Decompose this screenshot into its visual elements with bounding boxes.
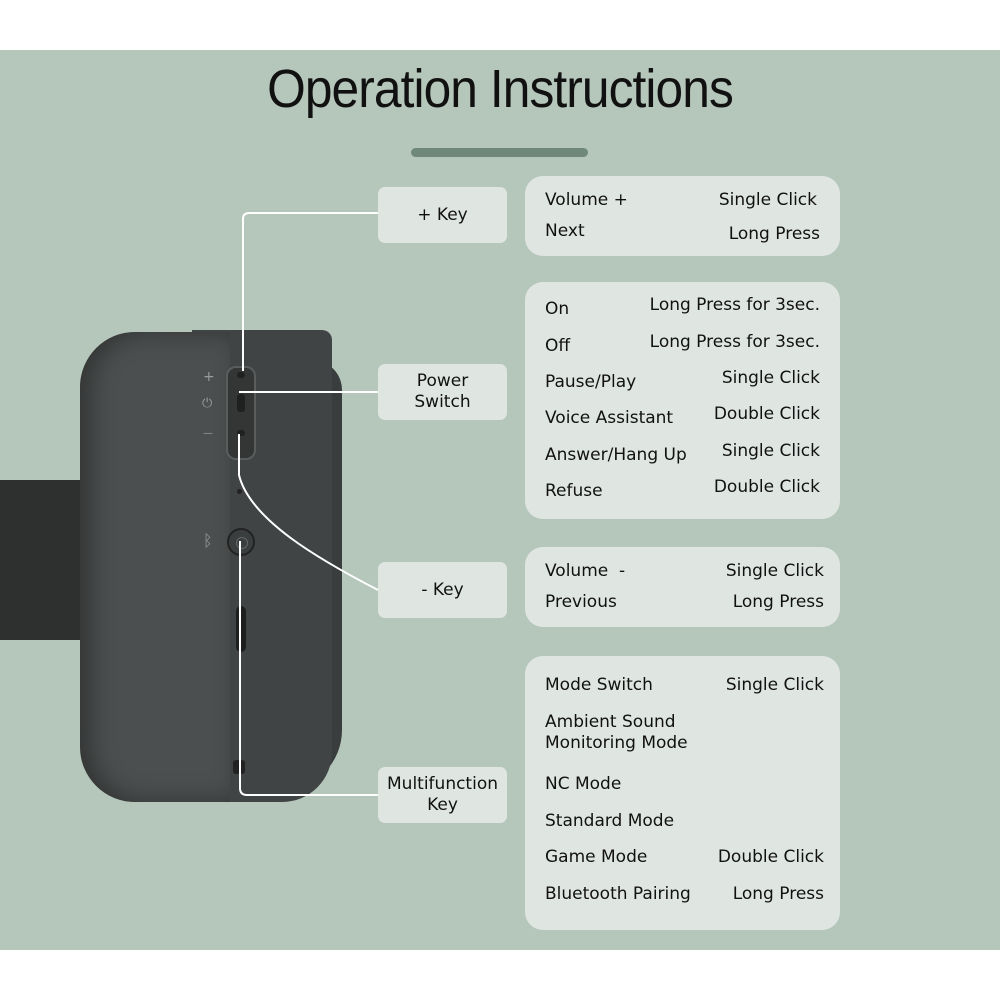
card-multifunction-key: Mode Switch Single Click Ambient Sound M… — [525, 656, 840, 930]
action-label: Standard Mode — [545, 811, 675, 831]
action-label: NC Mode — [545, 774, 622, 794]
table-row: Bluetooth Pairing Long Press — [545, 884, 824, 904]
action-label: Mode Switch — [545, 675, 653, 695]
table-row: Refuse Double Click — [545, 477, 820, 501]
plus-key-button[interactable] — [237, 372, 245, 378]
operation-label: Single Click — [718, 190, 817, 210]
title-underline — [411, 148, 588, 157]
callout-plus-key-label: + Key — [417, 204, 468, 225]
usb-c-port — [236, 606, 246, 652]
callout-power-switch-label: Power Switch — [414, 371, 471, 412]
callout-plus-key: + Key — [378, 187, 507, 243]
callout-minus-key: - Key — [378, 562, 507, 618]
action-label: Game Mode — [545, 847, 648, 867]
action-label: Next — [545, 221, 585, 241]
callout-multifunction-key-label: Multifunction Key — [387, 774, 498, 815]
card-power-switch: On Long Press for 3sec. Off Long Press f… — [525, 282, 840, 519]
operation-label: Single Click — [725, 561, 824, 581]
action-label: Refuse — [545, 481, 603, 501]
action-label: Ambient Sound Monitoring Mode — [545, 712, 688, 753]
minus-key-button[interactable] — [237, 430, 245, 436]
table-row: Mode Switch Single Click — [545, 675, 824, 695]
table-row: NC Mode — [545, 774, 820, 794]
indicator-led — [237, 489, 242, 494]
operation-label: Long Press for 3sec. — [649, 332, 820, 352]
table-row: Off Long Press for 3sec. — [545, 332, 820, 356]
table-row: Ambient Sound Monitoring Mode — [545, 712, 820, 754]
page-title: Operation Instructions — [267, 59, 734, 119]
callout-multifunction-key: Multifunction Key — [378, 767, 507, 823]
table-row: Voice Assistant Double Click — [545, 404, 820, 428]
action-label: Voice Assistant — [545, 408, 674, 428]
card-plus-key: Volume + Single Click Next Long Press — [525, 176, 840, 256]
operation-label: Long Press — [728, 224, 820, 244]
operation-label: Single Click — [725, 675, 824, 695]
action-label: Answer/Hang Up — [545, 445, 687, 465]
action-label: Off — [545, 336, 571, 356]
button-strip — [226, 366, 256, 460]
table-row: Standard Mode — [545, 811, 820, 831]
operation-label: Double Click — [713, 477, 820, 497]
aux-port — [233, 760, 245, 774]
table-row: Volume - Single Click — [545, 561, 824, 581]
minus-icon: — — [203, 428, 213, 439]
action-label: Volume + — [545, 190, 628, 210]
callout-minus-key-label: - Key — [421, 579, 464, 600]
operation-label: Long Press — [732, 592, 824, 612]
ear-cushion — [80, 332, 230, 802]
table-row: Pause/Play Single Click — [545, 368, 820, 392]
action-label: Bluetooth Pairing — [545, 884, 691, 904]
operation-label: Long Press for 3sec. — [649, 295, 820, 315]
table-row: Next Long Press — [545, 221, 820, 244]
plus-icon: + — [203, 369, 215, 385]
action-label: Volume - — [545, 561, 626, 581]
operation-label: Single Click — [721, 441, 820, 461]
table-row: Volume + Single Click — [545, 190, 820, 210]
table-row: Answer/Hang Up Single Click — [545, 441, 820, 465]
table-row: Previous Long Press — [545, 592, 824, 612]
power-switch-button[interactable] — [237, 394, 245, 412]
operation-label: Long Press — [732, 884, 824, 904]
action-label: Previous — [545, 592, 617, 612]
card-minus-key: Volume - Single Click Previous Long Pres… — [525, 547, 840, 627]
bluetooth-icon: ᛒ — [203, 531, 213, 550]
table-row: Game Mode Double Click — [545, 847, 824, 867]
callout-power-switch: Power Switch — [378, 364, 507, 420]
action-label: On — [545, 299, 570, 319]
operation-label: Double Click — [713, 404, 820, 424]
operation-label: Double Click — [717, 847, 824, 867]
operation-label: Single Click — [721, 368, 820, 388]
power-icon: ⏻ — [202, 396, 213, 411]
multifunction-button[interactable] — [227, 528, 255, 556]
table-row: On Long Press for 3sec. — [545, 295, 820, 319]
action-label: Pause/Play — [545, 372, 637, 392]
